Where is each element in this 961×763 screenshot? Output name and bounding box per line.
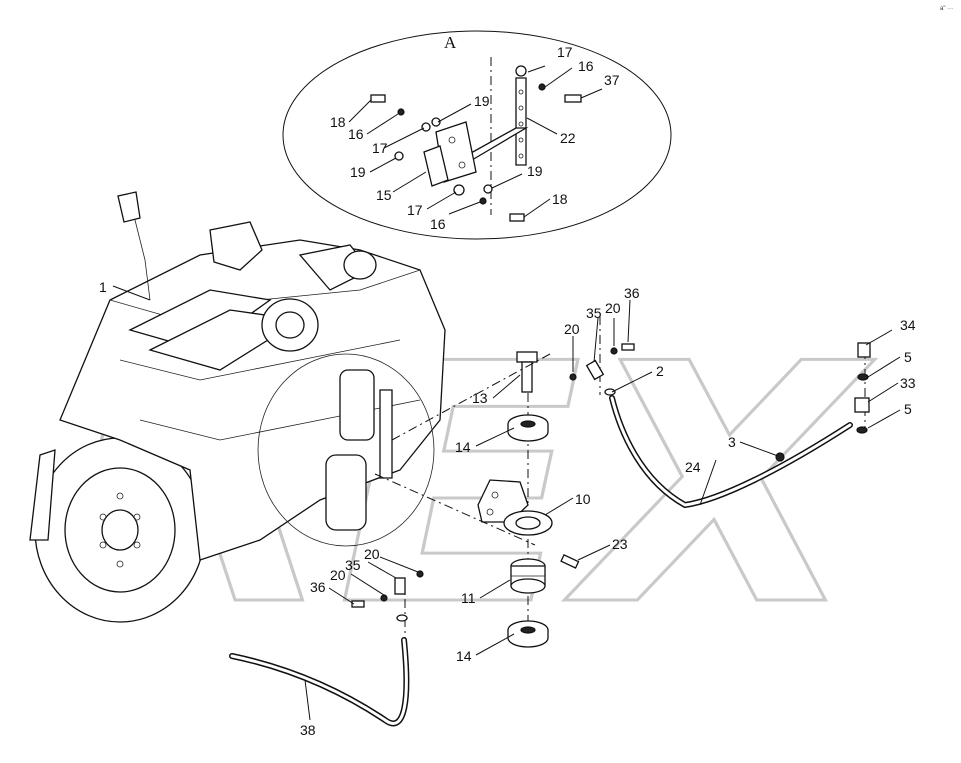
label-10: 10 xyxy=(575,491,591,507)
fitting-2 xyxy=(604,388,616,396)
label-11: 11 xyxy=(461,590,476,606)
fuel-filter xyxy=(339,369,375,441)
label-17: 17 xyxy=(407,202,423,218)
label-33: 33 xyxy=(900,375,916,391)
bolt-18-lower xyxy=(509,213,525,222)
label-17: 17 xyxy=(372,140,388,156)
label-14: 14 xyxy=(456,648,472,664)
detail-ellipse xyxy=(282,30,672,240)
label-24: 24 xyxy=(685,459,701,475)
banjo-35-right xyxy=(585,359,605,381)
dipstick-handle xyxy=(117,191,141,223)
bolt-34 xyxy=(857,342,871,358)
clip-3 xyxy=(775,452,785,462)
label-35: 35 xyxy=(345,557,361,573)
part-labels: 1 2 3 5 5 10 11 13 14 14 15 16 16 16 17 … xyxy=(99,44,916,738)
oil-filter xyxy=(325,454,367,531)
label-20: 20 xyxy=(605,300,621,316)
bolt-13 xyxy=(516,351,538,363)
label-34: 34 xyxy=(900,317,916,333)
label-13: 13 xyxy=(472,390,488,406)
label-19: 19 xyxy=(527,163,543,179)
label-5: 5 xyxy=(904,349,912,365)
label-19: 19 xyxy=(350,164,366,180)
corner-mark: a" ··· xyxy=(940,6,953,12)
label-3: 3 xyxy=(728,434,736,450)
label-16: 16 xyxy=(348,126,364,142)
label-38: 38 xyxy=(300,722,316,738)
label-15: 15 xyxy=(376,187,392,203)
engine-mount xyxy=(477,351,580,648)
label-36: 36 xyxy=(310,579,326,595)
label-36: 36 xyxy=(624,285,640,301)
label-17: 17 xyxy=(557,44,573,60)
hose-assembly-lower xyxy=(229,570,424,727)
label-16: 16 xyxy=(430,216,446,232)
bolt-23 xyxy=(560,554,580,569)
label-22: 22 xyxy=(560,130,576,146)
label-2: 2 xyxy=(656,363,664,379)
label-20: 20 xyxy=(364,546,380,562)
bolt-36-right xyxy=(621,343,635,351)
label-37: 37 xyxy=(604,72,620,88)
label-14: 14 xyxy=(455,439,471,455)
label-18: 18 xyxy=(330,114,346,130)
bracket-22 xyxy=(515,77,527,166)
label-20: 20 xyxy=(330,567,346,583)
label-1: 1 xyxy=(99,279,107,295)
label-23: 23 xyxy=(612,536,628,552)
detail-view-a: A xyxy=(282,30,672,240)
label-20: 20 xyxy=(564,321,580,337)
label-5: 5 xyxy=(904,401,912,417)
engine-assembly xyxy=(29,191,446,623)
leader-lines xyxy=(112,65,901,721)
banjo-33 xyxy=(854,397,870,413)
label-16: 16 xyxy=(578,58,594,74)
detail-title: A xyxy=(444,33,457,52)
label-19: 19 xyxy=(474,93,490,109)
bolt-37 xyxy=(564,94,582,103)
label-35: 35 xyxy=(586,305,602,321)
bolt-36-lower xyxy=(351,600,365,608)
hose-assembly-right xyxy=(569,316,871,509)
label-18: 18 xyxy=(552,191,568,207)
bolt-18-upper xyxy=(370,94,386,103)
banjo-35-lower xyxy=(394,577,406,595)
